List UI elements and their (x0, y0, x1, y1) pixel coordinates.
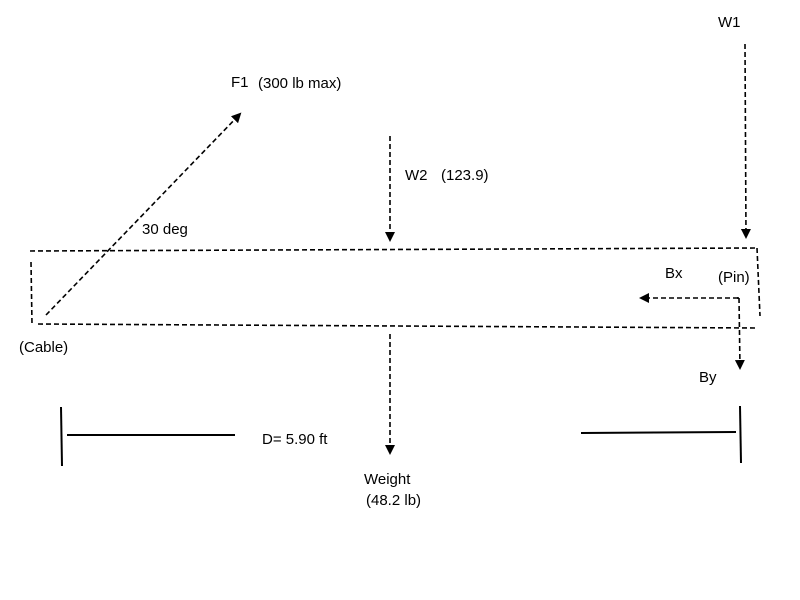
angle-label: 30 deg (142, 221, 188, 238)
cable-label: (Cable) (19, 339, 69, 356)
f1-label: F1 (231, 74, 249, 91)
w2-value-note: (123.9) (441, 167, 489, 184)
weight-label: Weight (364, 471, 411, 488)
by-reaction-arrow (734, 297, 745, 370)
distance-label: D= 5.90 ft (262, 431, 328, 448)
by-label: By (699, 369, 717, 386)
dimension-line (60, 405, 742, 467)
f1-capacity-note: (300 lb max) (258, 75, 342, 92)
w1-label: W1 (718, 14, 741, 31)
pin-label: (Pin) (718, 269, 750, 286)
w1-force-arrow (740, 43, 751, 239)
bx-reaction-arrow (639, 293, 739, 303)
w2-label: W2 (405, 167, 428, 184)
f1-force-arrow (45, 112, 242, 316)
bx-label: Bx (665, 265, 683, 282)
beam-outline (29, 247, 761, 329)
weight-value-note: (48.2 lb) (366, 492, 422, 509)
